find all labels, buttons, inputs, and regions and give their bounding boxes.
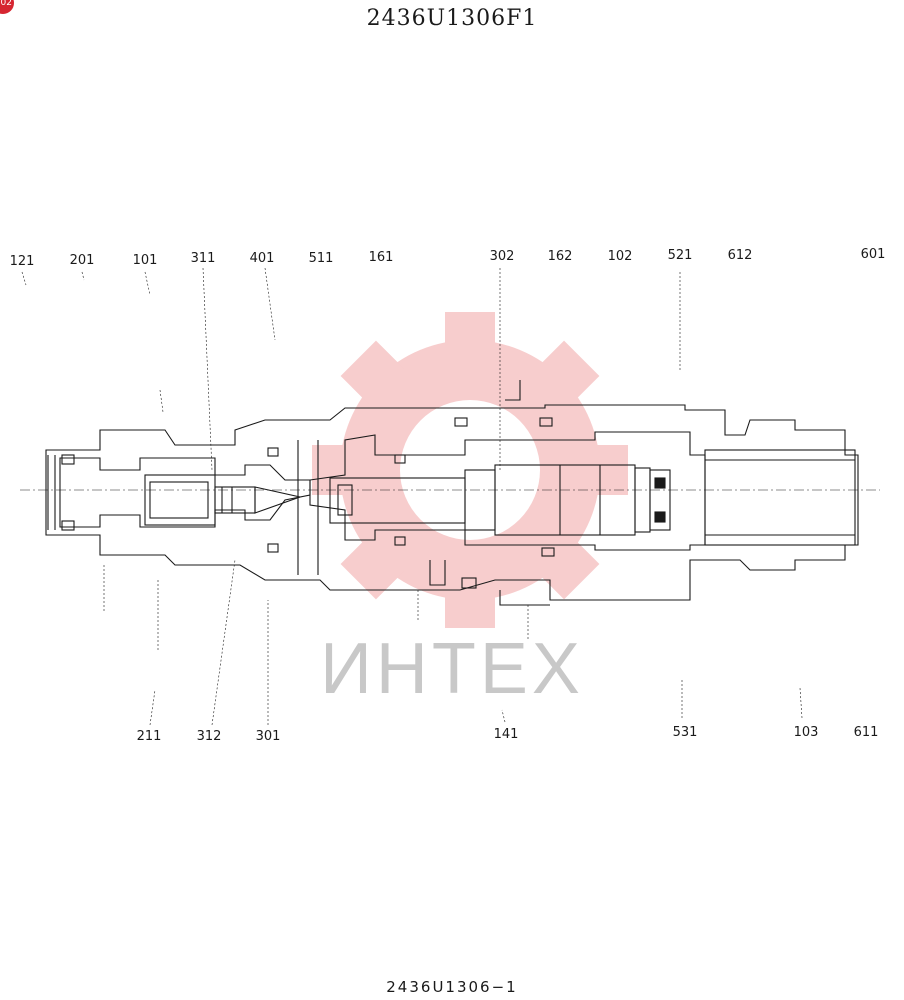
callout-612: 612 <box>727 248 753 263</box>
callout-301: 301 <box>255 729 281 744</box>
callout-521: 521 <box>667 248 693 263</box>
callout-121: 121 <box>9 254 35 269</box>
drawing-title: 2436U1306F1 <box>366 6 538 31</box>
callout-141: 141 <box>493 727 519 742</box>
callout-201: 201 <box>69 253 95 268</box>
corner-badge: 02 <box>0 0 14 14</box>
callout-211: 211 <box>136 729 162 744</box>
callout-162: 162 <box>547 249 573 264</box>
callout-311: 311 <box>190 251 216 266</box>
callout-601: 601 <box>860 247 886 262</box>
callout-511: 511 <box>308 251 334 266</box>
callout-161: 161 <box>368 250 394 265</box>
callout-401: 401 <box>249 251 275 266</box>
callout-531: 531 <box>672 725 698 740</box>
watermark-text: ИНТЕХ <box>320 629 584 709</box>
drawing-number-footer: 2436U1306−1 <box>386 978 518 996</box>
callout-611: 611 <box>853 725 879 740</box>
callout-103: 103 <box>793 725 819 740</box>
callout-102: 102 <box>607 249 633 264</box>
callout-312: 312 <box>196 729 222 744</box>
callout-101: 101 <box>132 253 158 268</box>
callout-302: 302 <box>489 249 515 264</box>
